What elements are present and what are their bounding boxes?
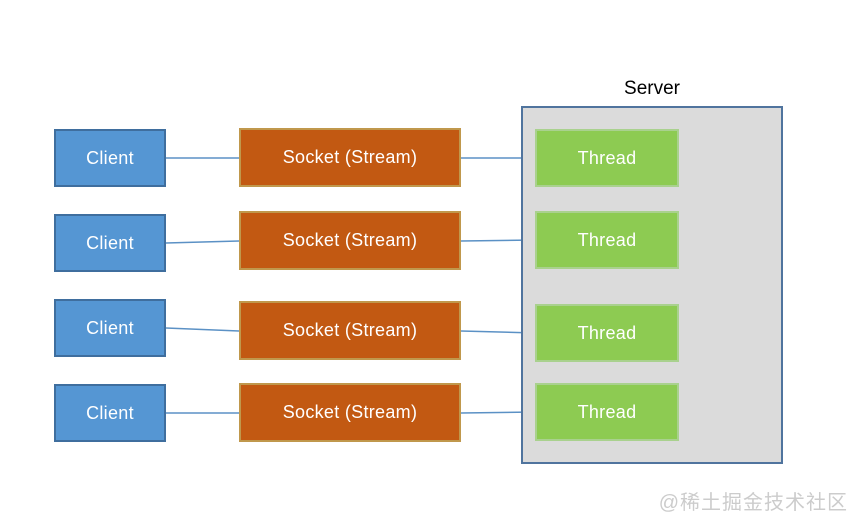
socket-box-2: Socket (Stream) — [239, 211, 461, 270]
thread-box-1: Thread — [535, 129, 679, 187]
thread-box-2: Thread — [535, 211, 679, 269]
watermark-text: @稀土掘金技术社区 — [658, 492, 848, 514]
thread-box-4: Thread — [535, 383, 679, 441]
edge-client3-socket3 — [165, 327, 240, 332]
server-label: Server — [624, 78, 680, 99]
client-box-3: Client — [54, 299, 166, 357]
socket-box-4: Socket (Stream) — [239, 383, 461, 442]
client-box-4: Client — [54, 384, 166, 442]
edge-client2-socket2 — [165, 240, 240, 244]
socket-box-1: Socket (Stream) — [239, 128, 461, 187]
client-box-2: Client — [54, 214, 166, 272]
client-box-1: Client — [54, 129, 166, 187]
socket-box-3: Socket (Stream) — [239, 301, 461, 360]
thread-box-3: Thread — [535, 304, 679, 362]
